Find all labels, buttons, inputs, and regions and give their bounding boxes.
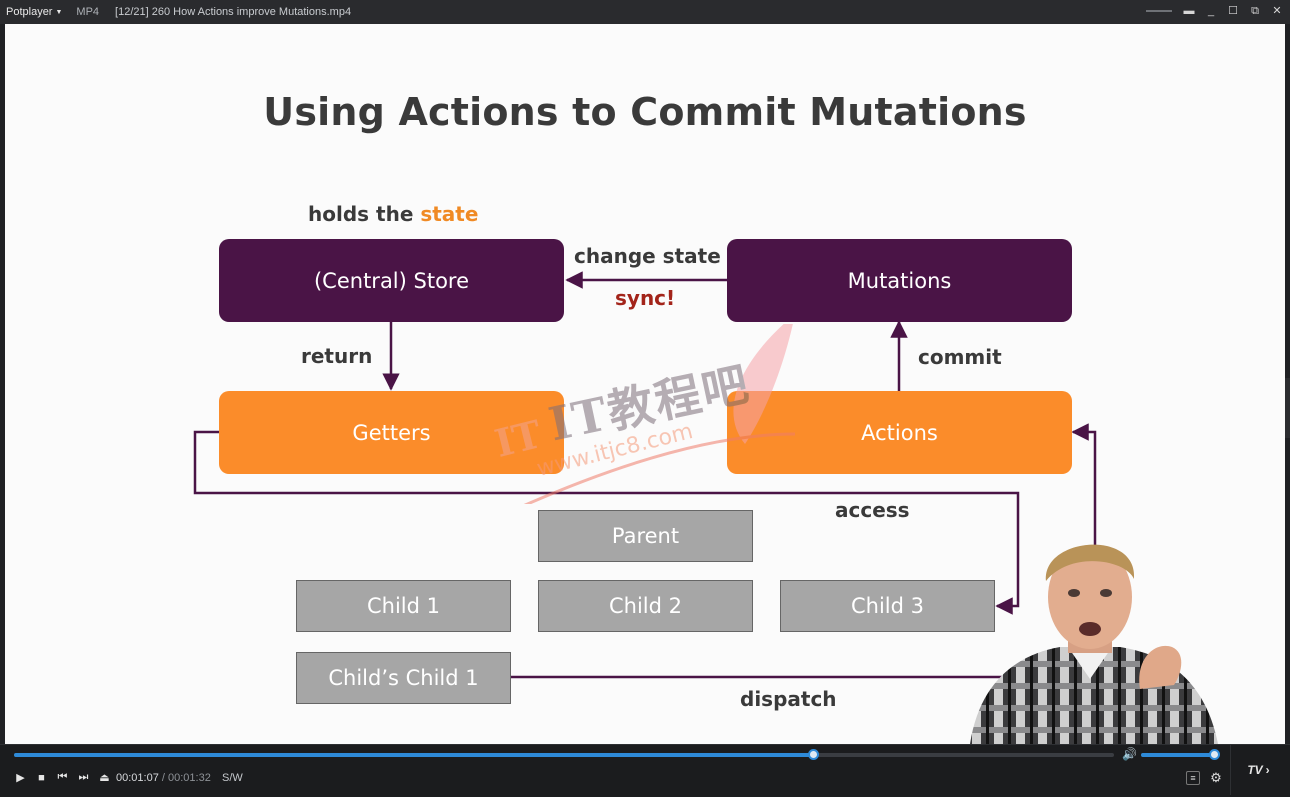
side-panel-handle[interactable] bbox=[1285, 378, 1290, 438]
decoder-mode[interactable]: S/W bbox=[222, 772, 243, 784]
sync-label: sync! bbox=[615, 286, 676, 310]
actions-box: Actions bbox=[727, 391, 1072, 474]
holds-state-label: holds the state bbox=[308, 202, 479, 226]
restore-icon[interactable]: ⧉ bbox=[1251, 5, 1259, 17]
volume-handle[interactable] bbox=[1209, 749, 1220, 760]
childs-child1-box: Child’s Child 1 bbox=[296, 652, 511, 704]
close-icon[interactable]: ✕ bbox=[1272, 5, 1282, 17]
next-icon[interactable]: ⏭ bbox=[78, 771, 89, 783]
central-store-box: (Central) Store bbox=[219, 239, 564, 322]
playlist-icon[interactable]: ≡ bbox=[1186, 771, 1200, 785]
eject-icon[interactable]: ⏏ bbox=[99, 772, 110, 784]
format-label: MP4 bbox=[76, 6, 100, 18]
return-label: return bbox=[301, 344, 373, 368]
slide-title: Using Actions to Commit Mutations bbox=[263, 90, 1027, 134]
diagram-connectors bbox=[193, 271, 1097, 679]
current-time: 00:01:07 bbox=[116, 772, 159, 784]
opacity-slider[interactable] bbox=[1146, 10, 1172, 12]
dispatch-label: dispatch bbox=[740, 687, 837, 711]
app-menu-button[interactable]: Potplayer ▼ bbox=[6, 6, 62, 18]
volume-fill bbox=[1141, 753, 1215, 757]
maximize-icon[interactable]: ☐ bbox=[1228, 5, 1238, 17]
previous-icon[interactable]: ⏮ bbox=[57, 771, 68, 783]
chevron-right-icon: › bbox=[1265, 763, 1270, 777]
minimize-icon[interactable]: _ bbox=[1207, 5, 1215, 17]
parent-box: Parent bbox=[538, 510, 753, 562]
tv-label: TV bbox=[1247, 763, 1263, 777]
tv-mode-button[interactable]: TV › bbox=[1230, 745, 1286, 795]
seek-handle[interactable] bbox=[807, 749, 819, 760]
title-bar: Potplayer ▼ MP4 [12/21] 260 How Actions … bbox=[0, 0, 1290, 24]
seek-progress-fill bbox=[14, 753, 814, 757]
player-control-bar: 🔊 ▶ ■ ⏮ ⏭ ⏏ 00:01:07 / 00:01:32 S/W ≡ ⚙ … bbox=[0, 744, 1290, 797]
child2-box: Child 2 bbox=[538, 580, 753, 632]
right-control-buttons: ≡ ⚙ bbox=[1186, 770, 1223, 785]
total-time: 00:01:32 bbox=[168, 772, 211, 784]
dropdown-arrow-icon: ▼ bbox=[55, 8, 63, 16]
child1-box: Child 1 bbox=[296, 580, 511, 632]
playback-buttons: ▶ ■ ⏮ ⏭ ⏏ bbox=[14, 771, 111, 784]
compact-mode-icon[interactable]: ▬ bbox=[1183, 5, 1195, 17]
settings-gear-icon[interactable]: ⚙ bbox=[1210, 770, 1222, 785]
window-title: [12/21] 260 How Actions improve Mutation… bbox=[115, 6, 352, 18]
change-state-label: change state bbox=[574, 244, 721, 268]
commit-label: commit bbox=[918, 345, 1002, 369]
volume-slider[interactable] bbox=[1141, 749, 1220, 760]
access-label: access bbox=[835, 498, 910, 522]
mutations-box: Mutations bbox=[727, 239, 1072, 322]
app-name: Potplayer bbox=[6, 6, 53, 18]
child3-box: Child 3 bbox=[780, 580, 995, 632]
getters-box: Getters bbox=[219, 391, 564, 474]
volume-icon[interactable]: 🔊 bbox=[1122, 747, 1137, 761]
time-display[interactable]: 00:01:07 / 00:01:32 bbox=[116, 772, 211, 784]
play-icon[interactable]: ▶ bbox=[16, 772, 25, 784]
seek-bar[interactable] bbox=[14, 749, 1114, 760]
video-surface[interactable]: Using Actions to Commit Mutations holds … bbox=[5, 24, 1285, 744]
window-controls: ▬ _ ☐ ⧉ ✕ bbox=[1146, 4, 1284, 18]
stop-icon[interactable]: ■ bbox=[38, 771, 45, 784]
